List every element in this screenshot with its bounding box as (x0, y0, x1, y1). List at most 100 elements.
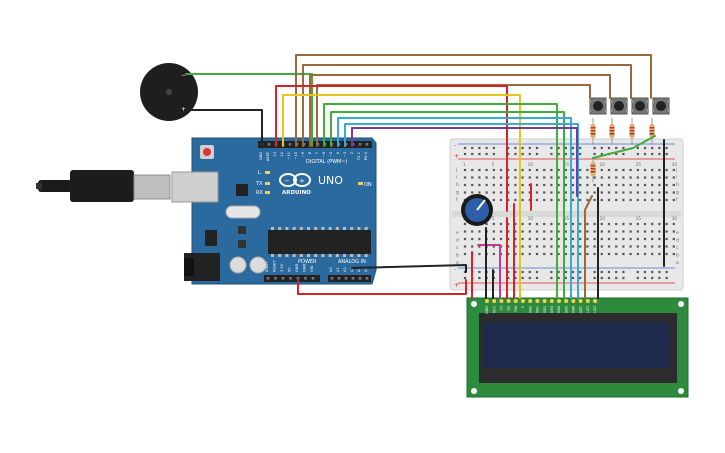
lcd-pin[interactable] (521, 299, 525, 303)
header-pin[interactable] (267, 143, 271, 146)
lcd-pin[interactable] (564, 299, 569, 303)
svg-text:−: − (181, 72, 186, 79)
pushbutton-icon[interactable] (652, 97, 670, 115)
breadboard-hole (672, 252, 675, 256)
breadboard-rail-hole (478, 270, 481, 274)
breadboard-hole (507, 252, 510, 256)
wire-cyan-1 (337, 117, 572, 299)
breadboard-hole (514, 237, 517, 241)
pushbutton-icon[interactable] (589, 97, 607, 115)
lcd-pin[interactable] (549, 299, 554, 303)
lcd-pin[interactable] (578, 299, 583, 303)
digital-label: DIGITAL (PWM~) (306, 159, 348, 165)
header-pin-label: 8 (308, 151, 312, 154)
lcd-pin[interactable] (506, 299, 511, 303)
breadboard-rail-hole (636, 270, 639, 274)
breadboard-hole (492, 176, 495, 179)
breadboard-hole (492, 168, 495, 172)
breadboard-hole (550, 168, 553, 172)
breadboard-hole (651, 222, 654, 226)
lcd-pin[interactable] (535, 299, 540, 303)
lcd-pin[interactable] (571, 299, 576, 303)
header-pin[interactable] (344, 277, 348, 280)
breadboard-hole (528, 168, 531, 172)
lcd-pin-label: E (521, 306, 525, 308)
lcd-pin[interactable] (513, 299, 518, 303)
breadboard-rail-hole (622, 276, 625, 280)
lcd-pin[interactable] (528, 299, 533, 303)
breadboard-hole (478, 191, 481, 194)
breadboard-hole (499, 183, 503, 187)
lcd-pin[interactable] (485, 299, 489, 303)
pushbutton-icon[interactable] (631, 97, 649, 115)
lcd-pin[interactable] (542, 299, 547, 303)
breadboard-hole (478, 176, 481, 179)
column-number: 30 (672, 162, 678, 167)
column-number: 25 (636, 162, 642, 167)
breadboard-hole (485, 168, 488, 172)
breadboard-hole (514, 222, 517, 226)
header-pin[interactable] (311, 277, 315, 280)
breadboard-hole (543, 230, 546, 233)
row-letter: j (675, 167, 677, 173)
pushbutton-icon[interactable] (610, 97, 628, 115)
header-pin[interactable] (289, 277, 292, 280)
breadboard-rail-hole (521, 276, 524, 280)
breadboard-hole (492, 222, 495, 226)
header-pin[interactable] (274, 277, 277, 280)
header-pin[interactable] (351, 277, 355, 280)
breadboard-rail-hole (535, 152, 539, 156)
breadboard-hole (672, 245, 675, 248)
breadboard-rail-hole (600, 146, 603, 150)
header-pin-label: A1 (336, 267, 340, 272)
breadboard-hole (463, 191, 467, 194)
breadboard-hole (543, 237, 546, 241)
breadboard-hole (535, 176, 539, 179)
lcd-pin[interactable] (593, 299, 597, 303)
breadboard-hole (607, 183, 611, 187)
lcd-pin[interactable] (557, 299, 561, 303)
header-pin-label: 2 (350, 152, 354, 154)
header-pin-label: RX 0 (364, 151, 368, 160)
header-pin[interactable] (365, 277, 369, 280)
breadboard-hole (622, 252, 625, 256)
breadboard-rail-hole (557, 276, 560, 280)
crystal-oscillator (225, 205, 261, 219)
breadboard-hole (672, 230, 675, 233)
breadboard-hole (636, 222, 639, 226)
lcd-pin[interactable] (585, 299, 590, 303)
row-letter: c (456, 246, 459, 251)
resistor-icon (649, 118, 655, 145)
potentiometer-icon[interactable] (461, 194, 493, 226)
header-pin-label: TX 1 (357, 152, 361, 161)
breadboard-hole (622, 191, 625, 194)
header-pin[interactable] (337, 277, 341, 280)
header-pin[interactable] (296, 277, 300, 280)
breadboard-hole (586, 237, 589, 241)
header-pin[interactable] (288, 143, 292, 146)
breadboard-rail-hole (571, 276, 575, 280)
breadboard-hole (672, 176, 675, 179)
breadboard-rail-hole (528, 152, 531, 156)
header-pin[interactable] (304, 277, 307, 280)
breadboard-hole (615, 191, 618, 194)
breadboard-rail-hole (492, 146, 495, 150)
breadboard-rail-hole (643, 146, 647, 150)
lcd-pin[interactable] (499, 299, 504, 303)
breadboard-hole (507, 230, 510, 233)
header-pin[interactable] (266, 277, 270, 280)
breadboard-hole (543, 245, 546, 248)
wire-green-1 (323, 103, 558, 299)
breadboard-hole (507, 198, 510, 202)
header-pin[interactable] (330, 277, 334, 280)
breadboard-rail-hole (564, 270, 567, 274)
lcd-pin[interactable] (492, 299, 497, 303)
header-pin[interactable] (358, 277, 362, 280)
breadboard-hole (672, 222, 675, 226)
row-letter: j (455, 167, 457, 173)
row-letter: h (456, 182, 459, 188)
header-pin[interactable] (281, 277, 285, 280)
header-pin[interactable] (358, 143, 362, 146)
breadboard-hole (636, 191, 639, 194)
header-pin[interactable] (365, 143, 369, 146)
